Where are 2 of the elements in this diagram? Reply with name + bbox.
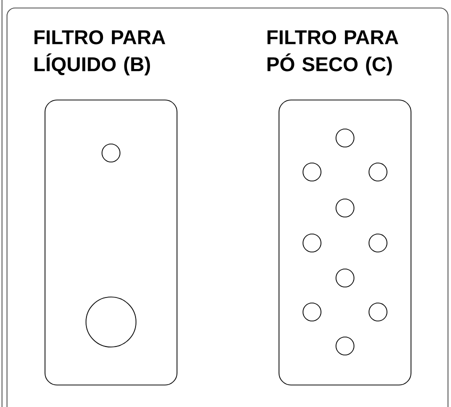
filter-heading: FILTRO PARA LÍQUIDO (B) bbox=[34, 30, 166, 76]
filter-heading: FILTRO PARA PÓ SECO (C) bbox=[268, 30, 398, 76]
